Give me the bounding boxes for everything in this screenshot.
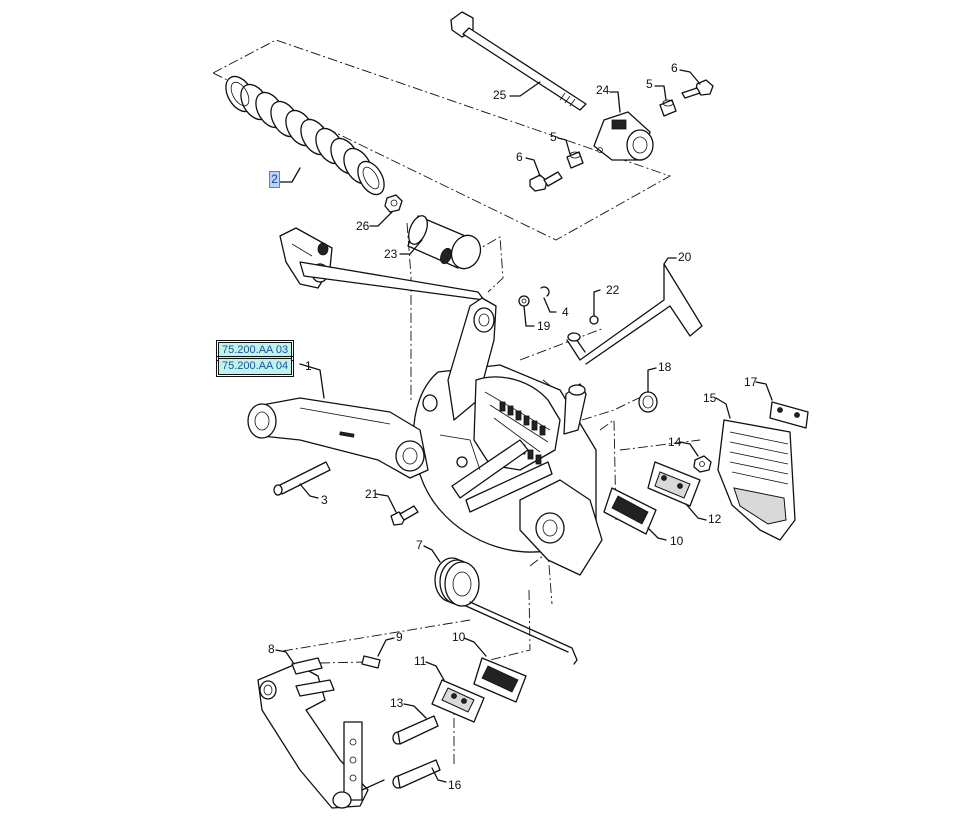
callout-1: 1 xyxy=(305,359,312,373)
plate-part-17 xyxy=(769,401,809,429)
callout-5-upper: 5 xyxy=(646,77,653,91)
callout-6-upper: 6 xyxy=(671,61,678,75)
pin-part-9 xyxy=(361,655,381,669)
coil-spring-part-2 xyxy=(225,75,385,196)
callout-10-upper: 10 xyxy=(670,534,684,548)
callout-15: 15 xyxy=(703,391,717,405)
pad-part-10-lower xyxy=(473,657,527,703)
callout-2-highlighted[interactable]: 2 xyxy=(269,171,280,188)
callout-23: 23 xyxy=(384,247,398,261)
callout-4: 4 xyxy=(562,305,569,319)
cover-part-15 xyxy=(717,419,796,541)
upper-link-arm xyxy=(279,227,485,301)
main-housing-assembly xyxy=(412,297,603,576)
nut-part-14 xyxy=(693,455,712,473)
arm-part-1 xyxy=(247,397,429,479)
plate-part-11 xyxy=(431,679,485,723)
block-part-12 xyxy=(647,461,701,507)
callout-22: 22 xyxy=(606,283,620,297)
callout-5-lower: 5 xyxy=(550,130,557,144)
clip-part-4 xyxy=(540,286,550,297)
callout-8: 8 xyxy=(268,642,275,656)
callout-9: 9 xyxy=(396,630,403,644)
washer-part-18 xyxy=(638,391,658,413)
reference-link-75-200-aa-03[interactable]: 75.200.AA 03 xyxy=(215,340,295,361)
bolt-part-13 xyxy=(392,715,439,745)
callout-24: 24 xyxy=(596,83,610,97)
leader-lines xyxy=(275,69,773,783)
callout-7: 7 xyxy=(416,538,423,552)
nut-part-26 xyxy=(384,194,403,213)
bolt-part-6-lower xyxy=(529,171,563,192)
sleeve-part-23 xyxy=(407,215,482,270)
pin-part-3 xyxy=(273,461,331,496)
bushing-part-5-upper xyxy=(659,99,677,117)
reference-link-75-200-aa-04[interactable]: 75.200.AA 04 xyxy=(215,356,295,377)
torsion-spring-part-7 xyxy=(434,557,578,665)
bolt-part-6-upper xyxy=(681,79,714,99)
callout-20: 20 xyxy=(678,250,692,264)
callout-12: 12 xyxy=(708,512,722,526)
callout-13: 13 xyxy=(390,696,404,710)
callout-21: 21 xyxy=(365,487,379,501)
callout-19: 19 xyxy=(537,319,551,333)
callout-17: 17 xyxy=(744,375,758,389)
callout-26: 26 xyxy=(356,219,370,233)
pad-part-10-upper xyxy=(603,487,657,535)
callout-10-lower: 10 xyxy=(452,630,466,644)
bracket-part-8 xyxy=(257,657,385,809)
bracket-part-24 xyxy=(593,111,654,161)
callout-16: 16 xyxy=(448,778,462,792)
bolt-part-16 xyxy=(392,759,441,789)
callout-25: 25 xyxy=(493,88,507,102)
callout-14: 14 xyxy=(668,435,682,449)
callout-18: 18 xyxy=(658,360,672,374)
callout-11: 11 xyxy=(414,654,427,668)
callout-6-lower: 6 xyxy=(516,150,523,164)
bushing-part-5-lower xyxy=(566,151,584,169)
screw-part-21 xyxy=(390,505,419,526)
washer-part-19 xyxy=(518,295,530,307)
callout-3: 3 xyxy=(321,493,328,507)
bent-rod-part-20 xyxy=(566,263,703,365)
callout-labels: 1 3 4 5 5 6 6 7 8 9 10 10 11 12 13 14 15… xyxy=(268,61,758,792)
clip-part-22 xyxy=(589,315,599,325)
long-bolt-part-25 xyxy=(450,11,587,111)
